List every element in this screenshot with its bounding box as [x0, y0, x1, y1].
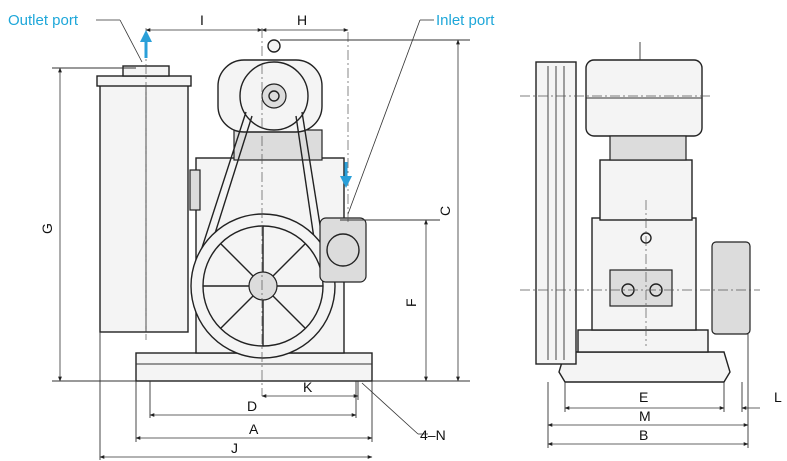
callout-leaders — [96, 19, 434, 435]
dim-label-i: I — [200, 12, 204, 28]
front-dimension-lines — [58, 28, 460, 459]
inlet-port-label: Inlet port — [436, 12, 495, 29]
dim-label-a: A — [249, 421, 259, 437]
dim-label-j: J — [231, 440, 238, 456]
dim-label-b: B — [639, 427, 648, 443]
silencer-tank — [99, 79, 189, 333]
outlet-flow-arrow — [140, 30, 152, 42]
side-extension-lines — [547, 334, 749, 448]
dim-label-d: D — [247, 398, 257, 414]
inlet-block — [319, 217, 367, 283]
dim-label-l: L — [774, 389, 782, 405]
dim-label-g: G — [39, 223, 55, 234]
dim-label-f: F — [403, 298, 419, 307]
dim-label-h: H — [297, 12, 307, 28]
dim-label-m: M — [639, 408, 651, 424]
dim-label-k: K — [303, 379, 313, 395]
front-extension-lines — [52, 39, 470, 460]
dim-label-e: E — [639, 389, 648, 405]
side-flywheel — [711, 241, 751, 335]
dim-label-c: C — [437, 206, 453, 216]
side-view — [520, 42, 760, 383]
side-base — [558, 351, 731, 383]
front-view — [96, 28, 373, 396]
outlet-port-label: Outlet port — [8, 12, 79, 29]
dim-label-4n: 4–N — [420, 427, 446, 443]
inlet-flow-arrow — [340, 176, 352, 188]
side-dimension-lines — [547, 406, 760, 446]
